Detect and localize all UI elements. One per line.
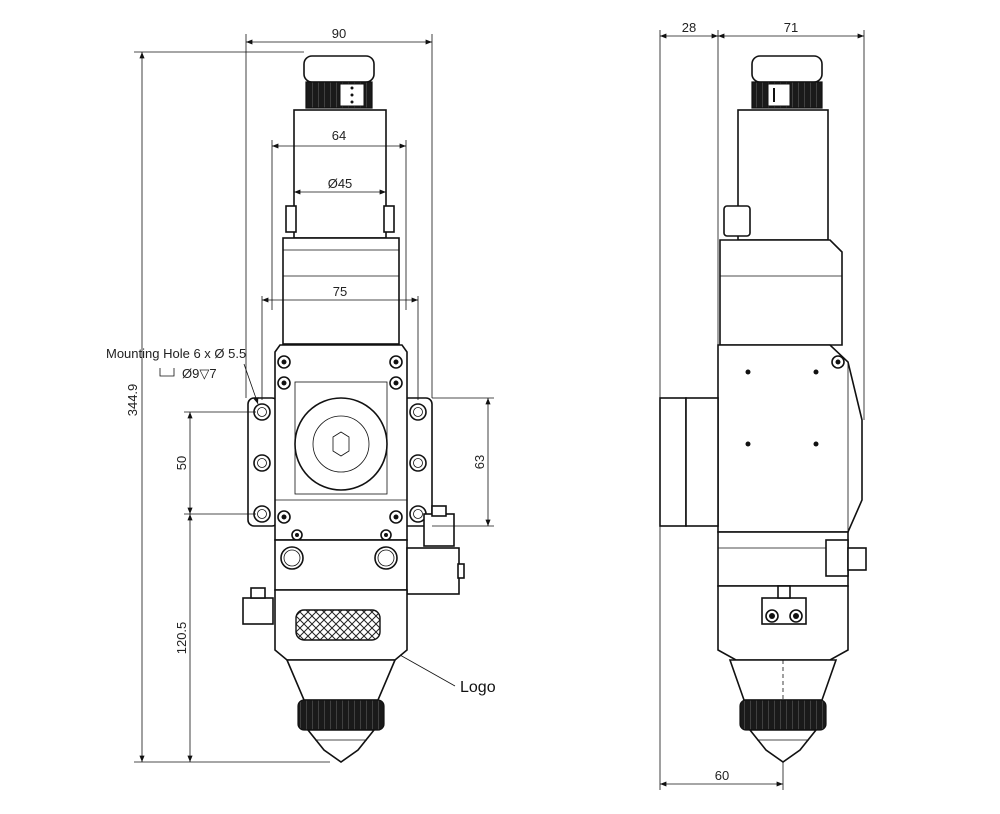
- side-view-dimensions: 28 71 60: [659, 20, 865, 790]
- dim-hole-spacing-left-label: 50: [174, 456, 189, 470]
- dim-lower-height-label: 120.5: [174, 622, 189, 655]
- side-dim-depth-label: 71: [784, 20, 798, 35]
- front-view: [242, 55, 465, 763]
- dim-total-height-label: 344.9: [125, 384, 140, 417]
- counterbore-note: Ø9▽7: [182, 366, 217, 381]
- dim-mid-width-label: 75: [333, 284, 347, 299]
- dim-diameter-label: Ø45: [328, 176, 353, 191]
- logo-plate: [295, 609, 381, 641]
- side-view: [659, 55, 867, 763]
- side-dim-bottom-label: 60: [715, 768, 729, 783]
- mounting-hole-note: Mounting Hole 6 x Ø 5.5: [106, 346, 246, 361]
- dim-hole-spacing-right-label: 63: [472, 455, 487, 469]
- dim-upper-width-label: 64: [332, 128, 346, 143]
- mounting-holes: [253, 403, 427, 523]
- side-nozzle-knurl: [739, 699, 827, 731]
- front-view-dimensions: 90 64 Ø45 75 344.9 50 120.5 63 Mounting …: [106, 26, 496, 763]
- front-screws: [277, 355, 403, 541]
- dim-width-label: 90: [332, 26, 346, 41]
- logo-label: Logo: [460, 679, 496, 696]
- side-dim-offset-label: 28: [682, 20, 696, 35]
- nozzle-knurl: [297, 699, 385, 731]
